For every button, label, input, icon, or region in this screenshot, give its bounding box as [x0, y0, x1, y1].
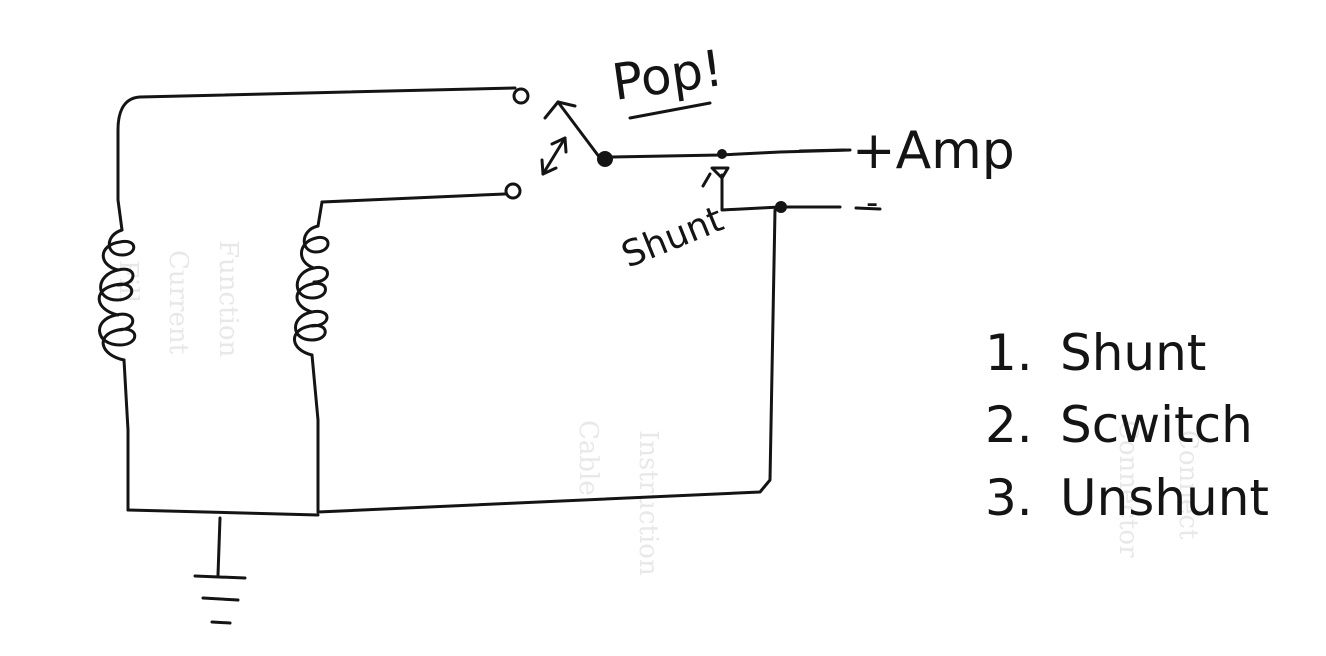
step-3-text: Unshunt — [1060, 469, 1269, 527]
left-coil — [97, 95, 142, 512]
svg-text:Function: Function — [213, 240, 243, 358]
svg-text:Instruction: Instruction — [633, 430, 663, 576]
plus-amp-label: +Amp — [852, 121, 1015, 181]
step-2-number: 2. — [985, 396, 1033, 454]
plus-amp-dash — [798, 148, 847, 153]
svg-text:Cable: Cable — [573, 420, 603, 496]
step-3-number: 3. — [985, 469, 1033, 527]
minus-amp-label: - — [866, 183, 878, 223]
junction-dot-minus — [775, 201, 787, 213]
bleed-through-background: Fill Current Function Cable Instruction … — [113, 240, 1203, 576]
step-2-text: Scwitch — [1060, 396, 1253, 454]
step-2: 2. Scwitch — [985, 396, 1253, 454]
ground-symbol-icon — [126, 508, 320, 625]
wire-upper-contact — [138, 86, 517, 99]
svg-text:Current: Current — [163, 250, 193, 355]
right-coil — [293, 200, 330, 514]
wire-lower-contact — [320, 192, 507, 204]
shunt-label: Shunt — [616, 199, 729, 277]
svg-text:Connect: Connect — [1173, 430, 1203, 540]
svg-text:Connector: Connector — [1113, 420, 1143, 558]
pop-underline — [628, 101, 712, 120]
steps-list: 1. Shunt 2. Scwitch 3. Unshunt — [985, 324, 1269, 527]
throw-arrow-icon — [540, 136, 568, 176]
switch-arm — [543, 100, 613, 167]
return-wire — [316, 208, 777, 514]
pop-label: Pop! — [609, 39, 727, 112]
step-3: 3. Unshunt — [985, 469, 1269, 527]
shunt-clip — [701, 166, 782, 212]
lower-switch-contact — [504, 182, 522, 200]
upper-switch-contact — [512, 87, 530, 105]
step-1: 1. Shunt — [985, 324, 1206, 382]
step-1-text: Shunt — [1060, 324, 1206, 382]
junction-dot — [717, 149, 727, 159]
wire-minus-amp — [778, 205, 882, 211]
step-1-number: 1. — [985, 324, 1033, 382]
